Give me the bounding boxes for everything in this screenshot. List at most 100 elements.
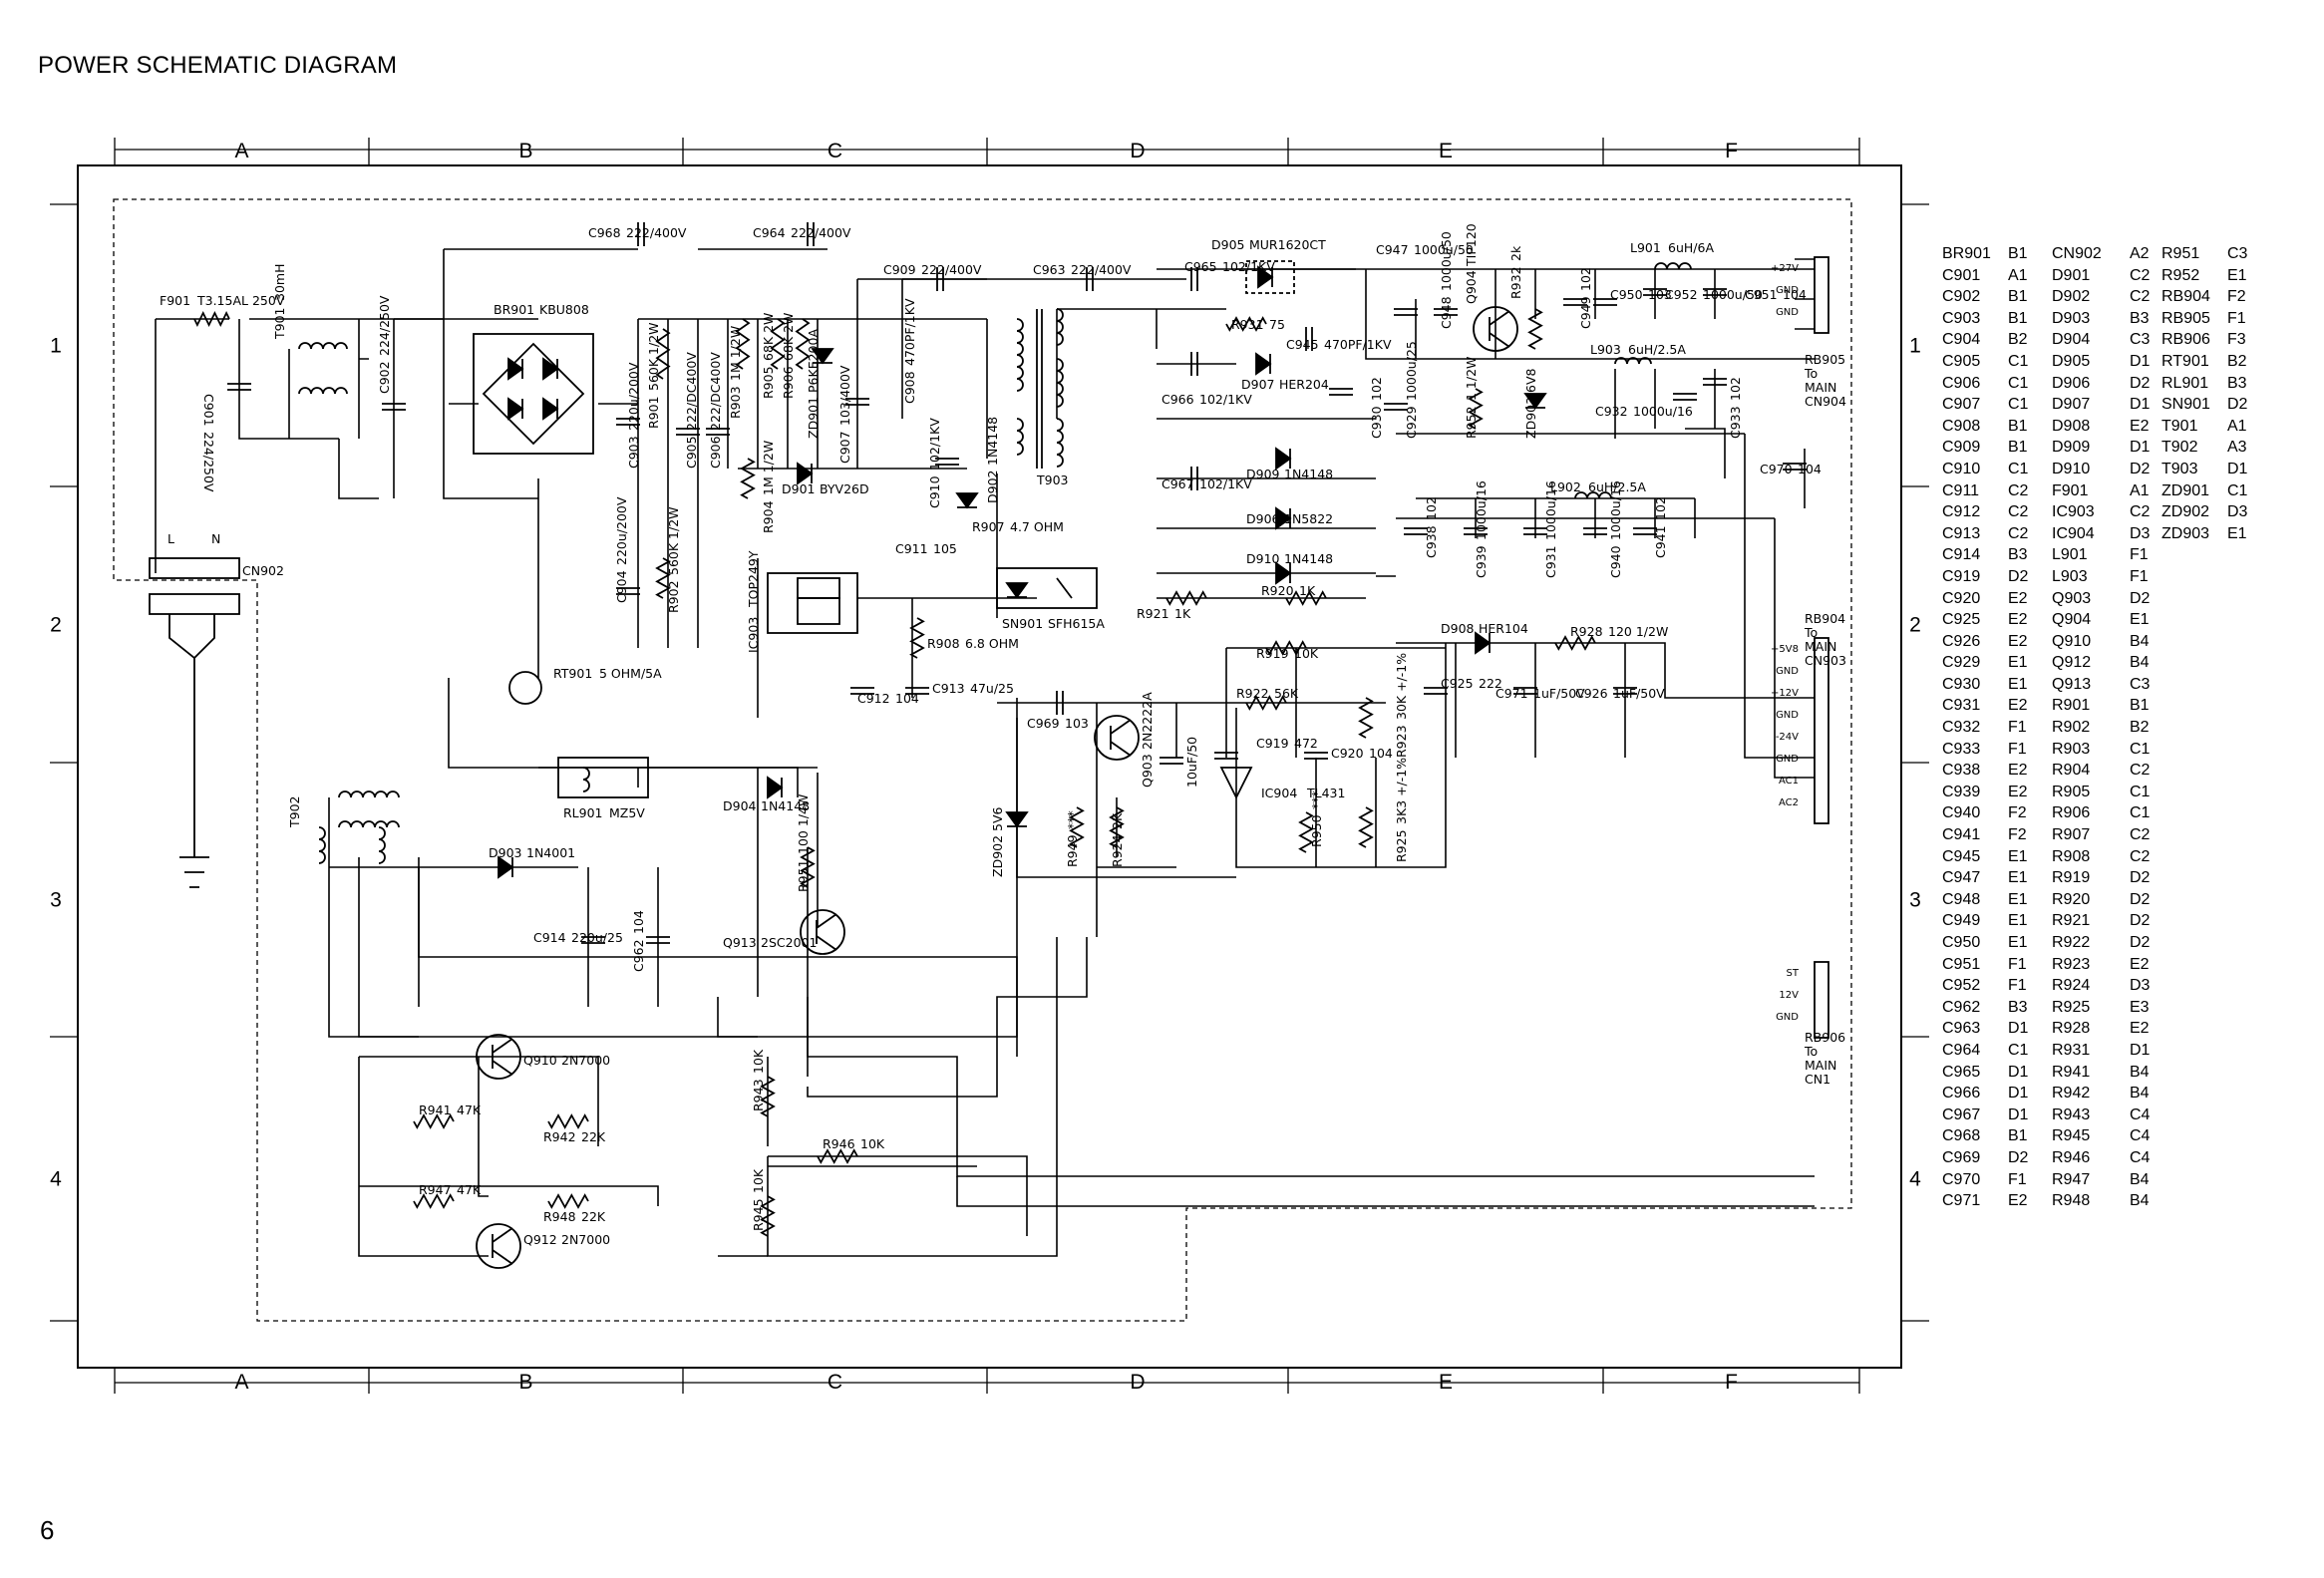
- component-ref: C938: [1424, 525, 1439, 558]
- component-ref: L902: [1550, 479, 1581, 494]
- reference-designator: R931: [2052, 1041, 2091, 1059]
- diode-symbol: [507, 397, 524, 421]
- zone-col-label-top: D: [1130, 140, 1145, 162]
- coil-symbol: [1056, 418, 1064, 468]
- reference-location: E2: [2008, 611, 2028, 629]
- wire-trace: [358, 319, 369, 439]
- reference-location: D1: [2130, 439, 2151, 457]
- reference-location: D2: [2130, 374, 2151, 392]
- component-value: 222/DC400V: [708, 352, 723, 431]
- component-value: 68K 2W: [761, 313, 776, 361]
- diode-symbol: [1275, 561, 1292, 585]
- zone-row-label-left: 1: [50, 335, 62, 358]
- component-value: 103: [1648, 287, 1672, 302]
- reference-location: D2: [2130, 934, 2151, 951]
- component-value: 47K: [457, 1182, 482, 1197]
- reference-designator: C929: [1942, 654, 1981, 672]
- component-value: SFH615A: [1048, 616, 1105, 631]
- reference-designator: D908: [2052, 417, 2091, 435]
- wire-trace: [1056, 308, 1226, 419]
- transistor-symbol: [1489, 310, 1510, 326]
- transistor-symbol: [1094, 715, 1140, 761]
- component-ref: R948: [543, 1209, 576, 1224]
- reference-designator: C952: [1942, 977, 1981, 995]
- reference-location: F1: [2008, 977, 2027, 995]
- resistor-symbol: [1468, 388, 1484, 430]
- reference-designator: D902: [2052, 288, 2091, 306]
- component-ref: R931: [1231, 317, 1264, 332]
- component-value: 2N2222A: [1140, 692, 1155, 750]
- component-ref: D903: [489, 845, 521, 860]
- diode-symbol: [1005, 582, 1029, 599]
- wire-trace: [1235, 643, 1447, 868]
- reference-location: A1: [2227, 417, 2247, 435]
- wire-trace: [637, 318, 987, 648]
- reference-location: B4: [2130, 632, 2150, 650]
- reference-location: D2: [2130, 589, 2151, 607]
- reference-designator: C914: [1942, 546, 1981, 564]
- wire-trace: [1795, 258, 1815, 330]
- component-ref: R941: [419, 1103, 452, 1117]
- reference-designator: Q904: [2052, 611, 2092, 629]
- wiring: [155, 248, 1815, 1257]
- connector-pin-rb905: GND: [1776, 307, 1799, 318]
- resistor-symbol: [655, 328, 671, 380]
- reference-designator: C925: [1942, 611, 1981, 629]
- transistor-symbol: [1489, 332, 1510, 348]
- reference-designator: R922: [2052, 934, 2091, 951]
- resistor-symbol: [1265, 640, 1307, 656]
- wire-trace: [718, 1165, 977, 1257]
- coil-symbol: [1654, 262, 1692, 270]
- reference-location: F1: [2008, 719, 2027, 737]
- reference-designator: R901: [2052, 697, 2091, 715]
- component-ref: Q910: [523, 1053, 557, 1068]
- connector-destination-rb906: MAIN: [1805, 1058, 1836, 1073]
- reference-designator: R952: [2161, 266, 2200, 284]
- component-ref: C947: [1376, 242, 1409, 257]
- thermistor-rt901: [508, 671, 542, 705]
- reference-location: D3: [2130, 977, 2151, 995]
- reference-location: B3: [2227, 374, 2247, 392]
- wire-trace: [717, 997, 758, 1038]
- component-ref: R921: [1137, 606, 1169, 621]
- component-ref: R949: [1065, 834, 1080, 867]
- connector-destination-rb905: MAIN: [1805, 380, 1836, 395]
- reference-location: D1: [2130, 352, 2151, 370]
- reference-location: E1: [2130, 611, 2150, 629]
- component-ref: ZD902: [990, 835, 1005, 877]
- component-value: 1000u/50: [1703, 287, 1763, 302]
- component-ref: C907: [837, 431, 852, 464]
- resistor-symbol: [1165, 590, 1207, 606]
- zone-row-label-left: 2: [50, 614, 62, 637]
- resistor-symbol: [1358, 806, 1374, 848]
- connector-pin-rb904: AC1: [1779, 776, 1799, 787]
- diode-symbol: [1255, 352, 1272, 376]
- reference-location: B4: [2130, 1170, 2150, 1188]
- resistor-symbol: [817, 1148, 858, 1164]
- component-ref: C951: [1745, 287, 1778, 302]
- component-label-r950: R950***: [1309, 790, 1324, 847]
- reference-location: B1: [2008, 439, 2028, 457]
- coil-symbol: [338, 790, 400, 798]
- component-value: 1M 1/2W: [728, 326, 743, 381]
- component-ref: R902: [666, 580, 681, 613]
